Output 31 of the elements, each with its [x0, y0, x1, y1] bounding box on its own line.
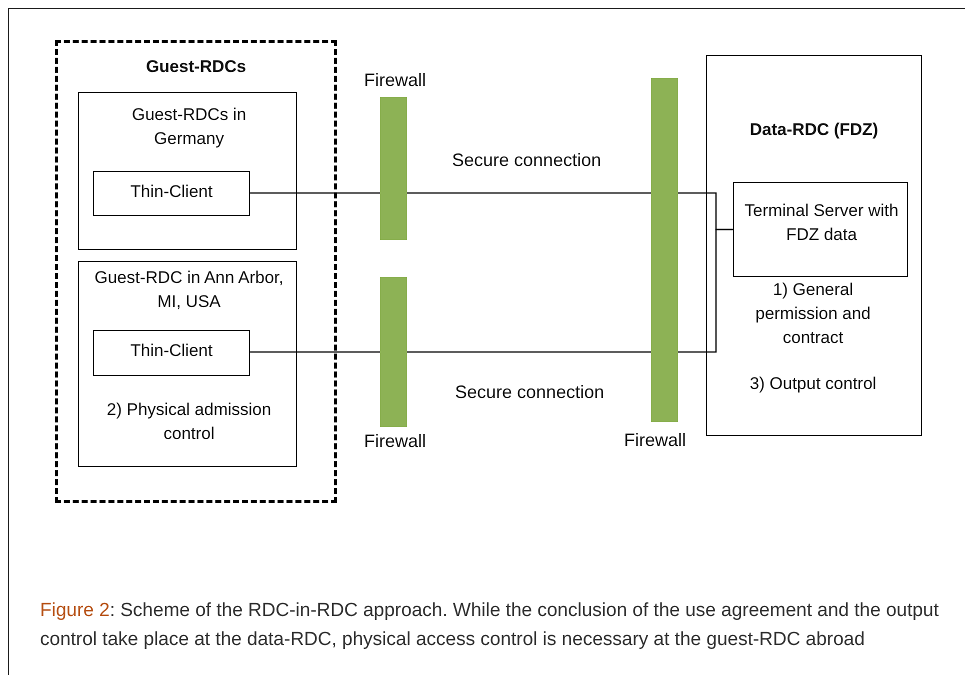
box-label: Guest-RDCs in Germany	[130, 104, 248, 150]
note-text: 1) General permission and contract	[754, 279, 872, 349]
connection-line	[407, 192, 651, 194]
firewall-bar	[651, 78, 678, 422]
firewall-label: Firewall	[362, 431, 427, 452]
connection-line	[250, 192, 380, 194]
firewall-label: Firewall	[362, 70, 427, 91]
group-box	[78, 92, 297, 250]
note-text: 2) Physical admission control	[106, 399, 272, 445]
box-label: Data-RDC (FDZ)	[748, 119, 880, 141]
firewall-bar	[380, 97, 407, 240]
connection-line	[407, 351, 651, 353]
box-label: Thin-Client	[129, 181, 214, 203]
process-box	[93, 330, 250, 376]
box-label: Guest-RDCs	[144, 56, 248, 78]
edge-label: Secure connection	[455, 382, 604, 403]
box-label: Thin-Client	[129, 340, 214, 362]
group-box	[706, 55, 922, 436]
edge-label: Secure connection	[452, 150, 602, 171]
process-box	[733, 182, 908, 277]
firewall-label: Firewall	[622, 430, 687, 451]
firewall-bar	[380, 277, 407, 427]
process-box	[93, 171, 250, 216]
dashed-group-box	[55, 40, 337, 503]
figure-caption: Figure 2: Scheme of the RDC-in-RDC approach. While the conclusion of the use agreement and the output control take place at the data-RDC, physical access control is necessary at the guest-RDC abroad	[40, 599, 940, 652]
connection-line	[678, 228, 733, 353]
note-text: 3) Output control	[748, 373, 878, 395]
connection-line	[250, 351, 380, 353]
box-label: Guest-RDC in Ann Arbor, MI, USA	[94, 267, 284, 313]
group-box	[78, 261, 297, 467]
box-label: Terminal Server with FDZ data	[744, 200, 900, 246]
